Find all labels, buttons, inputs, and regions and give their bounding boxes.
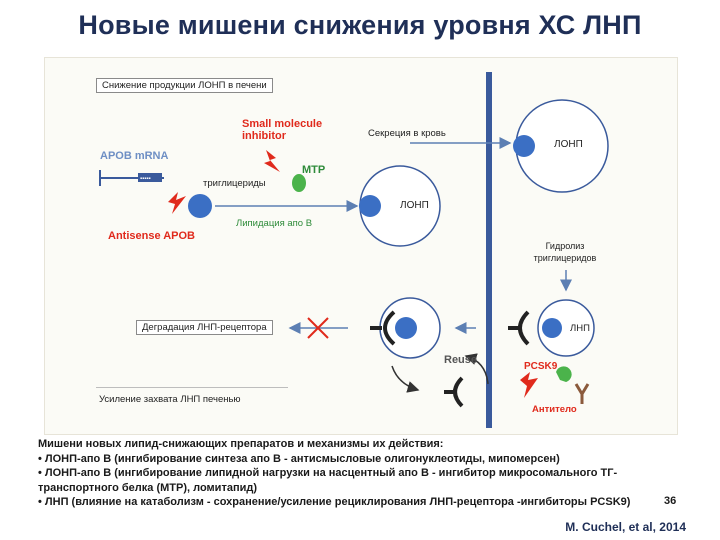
internal-receptor bbox=[383, 310, 396, 346]
inhibitor-bolt-icon bbox=[264, 150, 280, 172]
page-number: 36 bbox=[664, 495, 677, 507]
reuse-arrow-down bbox=[391, 365, 420, 393]
footer-line-4: • ЛНП (влияние на катаболизм - сохранени… bbox=[38, 496, 631, 508]
mtp-label: MTP bbox=[302, 164, 326, 176]
blocked-x-icon bbox=[307, 317, 329, 339]
vldl-right-label: ЛОНП bbox=[554, 139, 583, 150]
vldl-left-label: ЛОНП bbox=[400, 200, 429, 211]
recycled-receptor bbox=[453, 376, 464, 408]
liver-box-label: Снижение продукции ЛОНП в печени bbox=[96, 78, 273, 93]
mtp-icon bbox=[292, 174, 306, 192]
citation: M. Cuchel, et al, 2014 bbox=[565, 520, 686, 534]
ldl-label: ЛНП bbox=[570, 323, 590, 334]
liver-uptake-label: Усиление захвата ЛНП печенью bbox=[99, 394, 241, 405]
footer-line-1: Мишени новых липид-снижающих препаратов … bbox=[38, 438, 444, 450]
footer-text: Мишени новых липид-снижающих препаратов … bbox=[38, 437, 688, 510]
cell-membrane bbox=[486, 72, 492, 428]
reuse-label: Reuse bbox=[444, 354, 478, 366]
pcsk9-label: PCSK9 bbox=[524, 361, 558, 372]
small-molecule-label: Small molecule inhibitor bbox=[242, 118, 323, 142]
pcsk9-icon bbox=[556, 366, 572, 382]
apob-mrna-strand: ▪▪▪▪▪ bbox=[99, 170, 164, 186]
ldlr-degradation-label: Деградация ЛНП-рецептора bbox=[136, 320, 273, 335]
footer-line-3: • ЛОНП-апо В (ингибирование липидной наг… bbox=[38, 467, 618, 494]
page-title: Новые мишени снижения уровня ХС ЛНП bbox=[78, 10, 642, 40]
pcsk9-bolt-icon bbox=[520, 372, 538, 398]
svg-text:▪▪▪▪▪: ▪▪▪▪▪ bbox=[140, 176, 151, 182]
ldl-receptor-outer bbox=[518, 310, 530, 346]
antisense-bolt-icon bbox=[168, 192, 186, 214]
apob-mrna-label: APOB mRNA bbox=[100, 150, 169, 162]
antibody-icon bbox=[574, 383, 590, 404]
ldl-particle bbox=[537, 299, 595, 357]
apob-particle bbox=[188, 194, 212, 218]
uptake-divider bbox=[96, 387, 288, 388]
antisense-apob-label: Antisense APOB bbox=[108, 230, 196, 242]
footer-line-2: • ЛОНП-апо В (ингибирование синтеза апо … bbox=[38, 452, 560, 465]
lipidation-label: Липидация апо В bbox=[236, 218, 313, 229]
reuse-arrow-up bbox=[464, 353, 489, 385]
hydrolysis-label: Гидролиз триглицеридов bbox=[533, 241, 597, 263]
triglycerides-label: триглицериды bbox=[203, 178, 266, 189]
secretion-label: Секреция в кровь bbox=[368, 128, 446, 139]
antibody-label: Антитело bbox=[532, 404, 577, 415]
